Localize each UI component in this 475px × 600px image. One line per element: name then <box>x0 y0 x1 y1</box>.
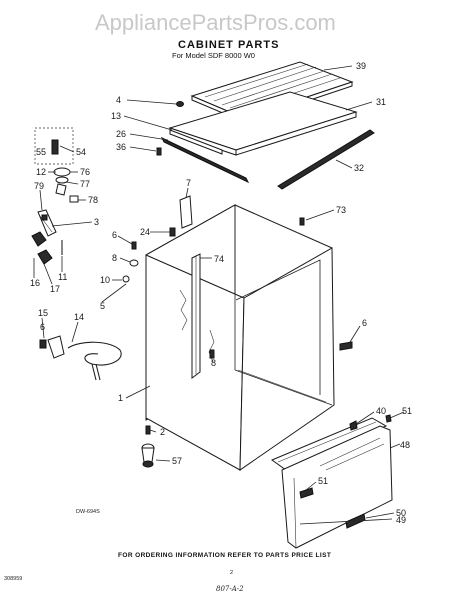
callout-48: 48 <box>400 440 410 450</box>
callout-labels: 39 31 4 13 26 36 32 55 54 12 76 77 79 78… <box>30 61 412 525</box>
callout-4: 4 <box>116 95 121 105</box>
callout-5: 5 <box>100 301 105 311</box>
callout-36: 36 <box>116 142 126 152</box>
diagram-title: CABINET PARTS <box>178 39 279 51</box>
callout-11: 11 <box>58 272 67 282</box>
callout-13: 13 <box>111 111 121 121</box>
diagram-subtitle: For Model SDF 8000 W0 <box>172 51 255 60</box>
callout-51-upper: 51 <box>402 406 412 416</box>
callout-32: 32 <box>354 163 364 173</box>
callout-57: 57 <box>172 456 182 466</box>
nut-4 <box>176 101 184 107</box>
diagram-code: DW-694S <box>76 509 100 515</box>
cabinet-body-1 <box>141 195 353 471</box>
handwritten-note: 807-A-2 <box>216 585 244 593</box>
callout-49: 49 <box>396 515 406 525</box>
ordering-note: FOR ORDERING INFORMATION REFER TO PARTS … <box>118 552 331 559</box>
callout-6-right: 6 <box>362 318 367 328</box>
callout-6-upper: 6 <box>112 230 117 240</box>
callout-24: 24 <box>140 227 150 237</box>
float-switch-group <box>34 127 79 203</box>
callout-26: 26 <box>116 129 126 139</box>
callout-15: 15 <box>38 308 48 318</box>
top-frame-panel-31 <box>168 91 358 156</box>
callout-14: 14 <box>74 312 84 322</box>
screws-left <box>122 241 139 283</box>
callout-39: 39 <box>356 61 366 71</box>
callout-40: 40 <box>376 406 386 416</box>
kick-plate-assembly <box>270 414 393 549</box>
callout-7: 7 <box>186 178 191 188</box>
callout-16: 16 <box>30 278 40 288</box>
callout-2: 2 <box>160 427 165 437</box>
screw-36 <box>156 147 162 156</box>
callout-55: 55 <box>36 147 46 157</box>
callout-76: 76 <box>80 167 90 177</box>
callout-6-left: 6 <box>40 322 45 332</box>
callout-51-lower: 51 <box>318 476 328 486</box>
watermark: AppliancePartsPros.com <box>95 10 336 35</box>
callout-77: 77 <box>80 179 90 189</box>
callout-73: 73 <box>336 205 346 215</box>
page-number: 2 <box>230 570 233 576</box>
switch-bracket-3 <box>37 209 57 237</box>
callout-17: 17 <box>50 284 60 294</box>
callout-1: 1 <box>118 393 123 403</box>
power-cord-14 <box>39 335 122 381</box>
callout-74: 74 <box>214 254 224 264</box>
seal-strip-32 <box>277 129 375 190</box>
callout-12: 12 <box>36 167 46 177</box>
callout-8-lower: 8 <box>211 358 216 368</box>
switch-16-17 <box>31 231 53 265</box>
gasket-26 <box>160 136 250 184</box>
trim-strip-13 <box>169 129 223 155</box>
callout-10: 10 <box>100 275 110 285</box>
callout-54: 54 <box>76 147 86 157</box>
leader-lines <box>33 65 405 525</box>
corner-code: 308959 <box>4 576 22 582</box>
callout-3: 3 <box>94 217 99 227</box>
callout-31: 31 <box>376 97 386 107</box>
callout-79: 79 <box>34 181 44 191</box>
callout-50: 50 <box>396 508 406 518</box>
callout-8-upper: 8 <box>112 253 117 263</box>
callout-78: 78 <box>88 195 98 205</box>
